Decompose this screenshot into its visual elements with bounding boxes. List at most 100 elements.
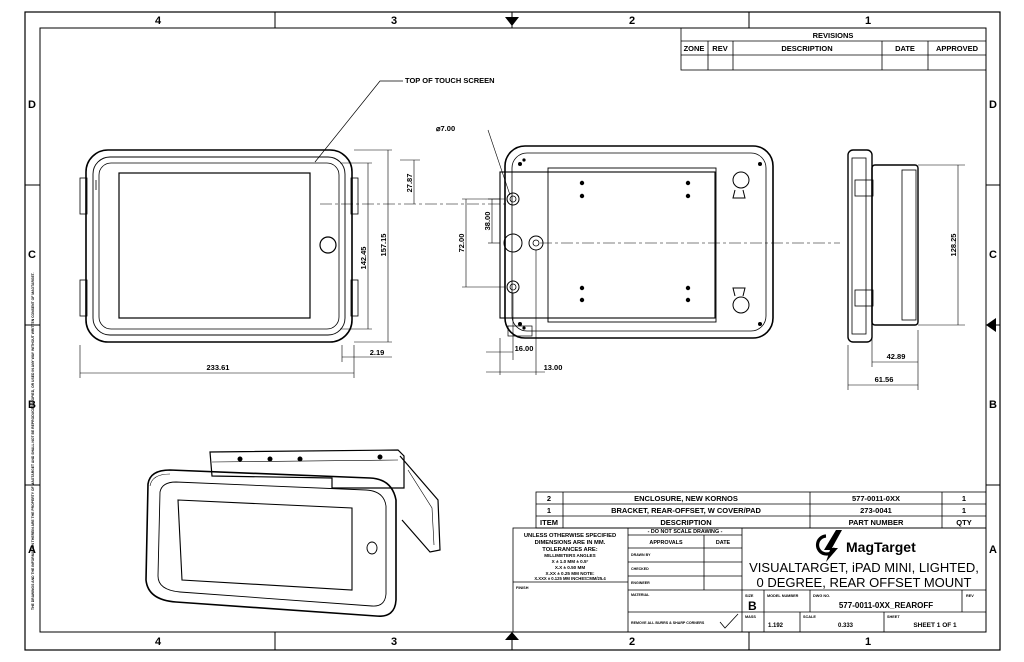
callout-top-of-touch-screen: TOP OF TOUCH SCREEN bbox=[405, 76, 495, 85]
dim-42-89: 42.89 bbox=[887, 352, 906, 361]
isometric-view bbox=[145, 449, 441, 617]
dim-233-61: 233.61 bbox=[207, 363, 230, 372]
tol-line-2: DIMENSIONS ARE IN MM. bbox=[535, 540, 606, 546]
sheet-label: SHEET bbox=[887, 615, 900, 619]
zone-bottom-1: 1 bbox=[865, 636, 871, 648]
zone-top-1: 1 bbox=[865, 15, 871, 27]
bom-row2-desc: ENCLOSURE, NEW KORNOS bbox=[634, 494, 738, 503]
size-value: B bbox=[748, 599, 757, 613]
bom-row1-part: 273-0041 bbox=[860, 506, 892, 515]
bom-row1-qty: 1 bbox=[962, 506, 966, 515]
tol-line-4: MILLIMETERS ANGLES bbox=[544, 553, 595, 558]
mass-label: MASS bbox=[745, 615, 756, 619]
dim-61-56: 61.56 bbox=[875, 375, 894, 384]
tol-line-5: X ± 1.0 MM ± 0.5° bbox=[552, 559, 589, 564]
dim-128-25: 128.25 bbox=[949, 234, 958, 257]
zone-top-3: 3 bbox=[391, 15, 397, 27]
do-not-scale-note: - DO NOT SCALE DRAWING - bbox=[648, 529, 723, 535]
rev-header-date: DATE bbox=[895, 44, 915, 53]
drawn-by-label: DRAWN BY bbox=[631, 553, 651, 557]
mass-value: 1.192 bbox=[768, 623, 784, 629]
bom-row1-desc: BRACKET, REAR-OFFSET, W COVER/PAD bbox=[611, 506, 761, 515]
scale-value: 0.333 bbox=[838, 623, 854, 629]
check-mark-icon bbox=[719, 613, 739, 629]
zone-right-C: C bbox=[989, 249, 997, 261]
zone-bottom-3: 3 bbox=[391, 636, 397, 648]
front-view bbox=[79, 149, 359, 343]
dwg-no-label: DWG NO. bbox=[813, 594, 830, 598]
bom-header-qty: QTY bbox=[956, 518, 971, 527]
scale-label: SCALE bbox=[803, 615, 816, 619]
dim-142-45: 142.45 bbox=[359, 247, 368, 270]
engineer-label: ENGINEER bbox=[631, 581, 650, 585]
rev-header-description: DESCRIPTION bbox=[781, 44, 832, 53]
material-label: MATERIAL bbox=[631, 593, 650, 597]
dim-13: 13.00 bbox=[544, 363, 563, 372]
rev-label: REV bbox=[966, 594, 974, 598]
bom-row2-item: 2 bbox=[547, 494, 551, 503]
bom-row2-qty: 1 bbox=[962, 494, 966, 503]
approvals-header: APPROVALS bbox=[649, 540, 683, 546]
bom-row1-item: 1 bbox=[547, 506, 551, 515]
tol-line-1: UNLESS OTHERWISE SPECIFIED bbox=[524, 533, 616, 539]
zone-right-D: D bbox=[989, 99, 997, 111]
drawing-title-line-1: VISUALTARGET, iPAD MINI, LIGHTED, bbox=[749, 560, 979, 575]
tol-line-3: TOLERANCES ARE: bbox=[542, 547, 597, 553]
rear-dims bbox=[462, 129, 545, 375]
approvals-date-header: DATE bbox=[716, 540, 731, 546]
drawing-title-line-2: 0 DEGREE, REAR OFFSET MOUNT bbox=[756, 575, 971, 590]
dwg-no-value: 577-0011-0XX_REAROFF bbox=[839, 601, 933, 610]
zone-right-A: A bbox=[989, 544, 997, 556]
zone-top-2: 2 bbox=[629, 15, 635, 27]
tol-line-6: X.X ± 0.50 MM bbox=[555, 565, 586, 570]
dim-dia-7: ⌀7.00 bbox=[436, 124, 455, 133]
rev-header-rev: REV bbox=[712, 44, 727, 53]
lightning-bolt-icon bbox=[824, 530, 842, 562]
size-label: SIZE bbox=[745, 594, 754, 598]
title-block-grid bbox=[512, 527, 987, 633]
bom-header-part: PART NUMBER bbox=[849, 518, 904, 527]
side-dims bbox=[847, 164, 965, 390]
rear-view bbox=[499, 145, 774, 339]
finish-label: FINISH bbox=[516, 586, 529, 590]
remove-burrs-note: REMOVE ALL BURRS & SHARP CORNERS bbox=[631, 621, 705, 625]
dim-72: 72.00 bbox=[457, 234, 466, 253]
proprietary-note: THE DRAWINGS AND THE INFORMATION THEREIN… bbox=[31, 272, 35, 610]
zone-left-B: B bbox=[28, 399, 36, 411]
zone-right-B: B bbox=[989, 399, 997, 411]
bom-header-item: ITEM bbox=[540, 518, 558, 527]
sheet-value: SHEET 1 OF 1 bbox=[913, 622, 957, 629]
bom-header-description: DESCRIPTION bbox=[660, 518, 711, 527]
zone-left-D: D bbox=[28, 99, 36, 111]
rear-screw-holes bbox=[518, 158, 762, 330]
zone-left-A: A bbox=[28, 544, 36, 556]
leader-top-screen bbox=[314, 80, 403, 163]
dim-157-15: 157.15 bbox=[379, 234, 388, 257]
top-center-marker bbox=[505, 17, 519, 26]
dim-2-19: 2.19 bbox=[370, 348, 385, 357]
front-dims bbox=[79, 149, 420, 378]
bom-table bbox=[535, 491, 987, 529]
rev-header-zone: ZONE bbox=[684, 44, 705, 53]
dim-27-87: 27.87 bbox=[405, 174, 414, 193]
zone-bottom-4: 4 bbox=[155, 636, 162, 648]
side-view bbox=[847, 149, 919, 343]
rev-header-approved: APPROVED bbox=[936, 44, 979, 53]
revisions-title: REVISIONS bbox=[813, 31, 854, 40]
tol-line-7: X.XX ± 0.25 MM NOTE: bbox=[546, 571, 595, 576]
tol-line-8: X.XXX ± 0.125 MM INCHES=MM/25.4 bbox=[534, 576, 606, 581]
zone-bottom-2: 2 bbox=[629, 636, 635, 648]
dim-38: 38.00 bbox=[483, 212, 492, 231]
bom-row2-part: 577-0011-0XX bbox=[852, 494, 900, 503]
zone-left-C: C bbox=[28, 249, 36, 261]
dim-16: 16.00 bbox=[515, 344, 534, 353]
right-center-marker bbox=[986, 318, 996, 332]
bottom-center-marker bbox=[505, 632, 519, 640]
revisions-table bbox=[680, 27, 987, 71]
logo-wordmark: MagTarget bbox=[846, 539, 916, 555]
zone-top-4: 4 bbox=[155, 15, 162, 27]
model-number-label: MODEL NUMBER bbox=[767, 594, 799, 598]
magtarget-logo: MagTarget bbox=[815, 530, 916, 562]
